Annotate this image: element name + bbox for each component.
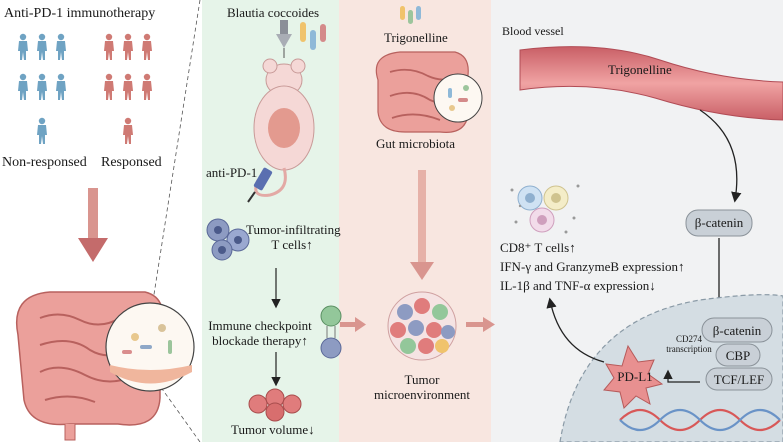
label-tumor-volume: Tumor volume↓ — [231, 422, 315, 437]
label-til: Tumor-infiltrating T cells↑ — [246, 222, 341, 252]
zoom-circle-gut-lumen — [105, 302, 195, 392]
bacteria-icon — [300, 22, 326, 50]
nonresponder-figures — [18, 33, 66, 144]
label-nonresponded: Non-responsed — [2, 155, 87, 170]
label-pdl1: PD-L1 — [617, 369, 653, 384]
label-vessel-trigonelline: Trigonelline — [608, 62, 672, 77]
down-arrow-icon — [78, 188, 108, 262]
label-tcf-lef: TCF/LEF — [713, 372, 765, 387]
beta-catenin-node — [685, 209, 753, 237]
tumor-cells-icon — [248, 388, 302, 422]
trigonelline-molecules-icon — [400, 6, 421, 24]
label-tme: Tumor microenvironment — [360, 372, 484, 402]
label-til-line2: T cells↑ — [271, 237, 313, 252]
blood-vessel — [519, 46, 783, 121]
microbiota-zoom-circle — [433, 73, 483, 123]
label-cd8: CD8⁺ T cells↑ — [500, 240, 576, 255]
dropper-icon — [276, 20, 292, 58]
label-cbp: CBP — [725, 348, 751, 363]
label-cd274-line1: CD274 — [675, 334, 702, 344]
checkpoint-cells-icon — [320, 305, 342, 359]
label-beta-catenin: β-catenin — [694, 215, 744, 230]
label-trigonelline-gut: Trigonelline — [384, 30, 448, 45]
arrow-vessel-to-beta-catenin — [699, 109, 742, 203]
arrow-tme-to-right — [466, 317, 495, 332]
gut-down-arrow-icon — [410, 170, 434, 280]
label-icb-line1: Immune checkpoint — [208, 318, 312, 333]
label-icb: Immune checkpoint blockade therapy↑ — [204, 318, 316, 348]
label-gut-microbiota: Gut microbiota — [376, 136, 456, 151]
label-cd274: CD274 transcription — [654, 334, 724, 354]
tumor-microenvironment-icon — [387, 291, 457, 361]
arrow-mouse-to-tme — [340, 317, 366, 332]
responder-figures — [104, 33, 152, 144]
label-anti-pd1-drug: anti-PD-1 — [206, 165, 258, 180]
label-nucleus-beta-catenin: β-catenin — [712, 323, 762, 338]
label-tme-line1: Tumor — [404, 372, 440, 387]
label-il: IL-1β and TNF-α expression↓ — [500, 278, 656, 293]
zoom-dashed-line-top — [149, 0, 201, 321]
title-anti-pd1: Anti-PD-1 immunotherapy — [4, 6, 156, 21]
arrow-nucleus-to-cd8 — [546, 297, 605, 363]
label-blood-vessel: Blood vessel — [502, 24, 564, 38]
cd8-t-cells-icon — [510, 184, 580, 234]
dna-helix-icon — [619, 408, 781, 432]
t-cells-icon — [206, 218, 250, 261]
label-tme-line2: microenvironment — [373, 387, 471, 402]
label-cd274-line2: transcription — [666, 344, 712, 354]
cd274-arrow — [663, 369, 700, 383]
pdl1-shape — [603, 344, 664, 409]
label-ifn: IFN-γ and GranzymeB expression↑ — [500, 259, 685, 274]
label-til-line1: Tumor-infiltrating — [246, 222, 341, 237]
label-blautia: Blautia coccoides — [227, 5, 320, 20]
nucleus-beta-catenin-node — [701, 317, 773, 343]
mouse-icon — [253, 58, 315, 197]
syringe-icon — [247, 167, 273, 203]
tcf-lef-node — [705, 367, 773, 391]
label-icb-line2: blockade therapy↑ — [212, 333, 308, 348]
cbp-node — [715, 343, 761, 367]
label-responded: Responsed — [101, 155, 162, 170]
